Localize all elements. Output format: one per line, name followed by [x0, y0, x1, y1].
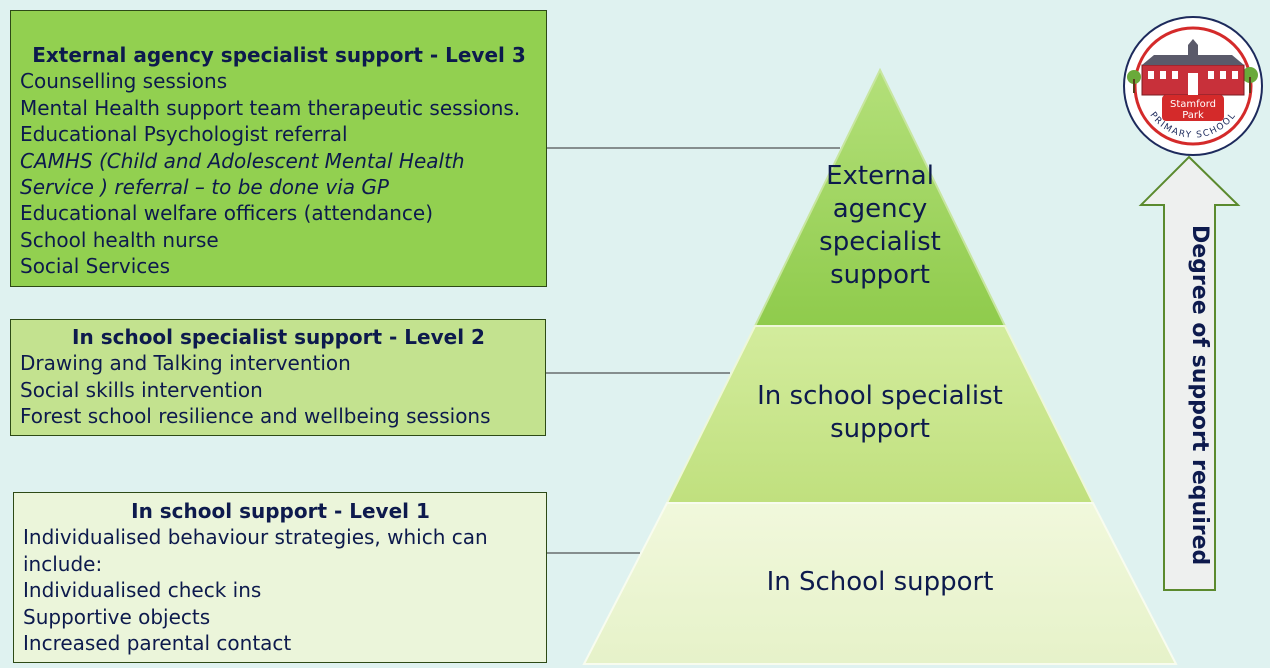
level1-item: Supportive objects — [23, 604, 211, 629]
pyramid-tier-1 — [582, 502, 1178, 665]
pyramid-label-top: External agency specialist support — [819, 161, 941, 290]
level1-item: Individualised check ins — [23, 578, 262, 603]
pyramid-label-middle: In school specialist support — [757, 381, 1003, 444]
level3-item: Educational Psychologist referral — [20, 122, 348, 147]
level3-item: CAMHS (Child and Adolescent Mental Healt… — [20, 148, 465, 173]
level1-heading: In school support - Level 1 — [131, 499, 430, 523]
logo-name-line1: Stamford — [1170, 99, 1216, 110]
level3-box: External agency specialist support - Lev… — [10, 10, 547, 287]
level1-item: Increased parental contact — [23, 631, 292, 656]
level3-item: School health nurse — [20, 227, 219, 252]
level2-box: In school specialist support - Level 2 D… — [10, 319, 546, 436]
school-logo: Stamford Park PRIMARY SCHOOL — [1123, 16, 1263, 156]
level3-item: Mental Health support team therapeutic s… — [20, 95, 521, 120]
level2-item: Forest school resilience and wellbeing s… — [20, 404, 491, 429]
level3-heading: External agency specialist support - Lev… — [32, 43, 526, 67]
level3-item: Service ) referral – to be done via GP — [20, 175, 389, 200]
level2-heading: In school specialist support - Level 2 — [72, 325, 485, 349]
level3-item: Counselling sessions — [20, 69, 228, 94]
level2-item: Social skills intervention — [20, 377, 263, 402]
level2-item: Drawing and Talking intervention — [20, 351, 351, 376]
level1-box: In school support - Level 1 Individualis… — [13, 492, 547, 663]
logo-name-line2: Park — [1182, 110, 1204, 121]
level1-item: Individualised behaviour strategies, whi… — [23, 525, 488, 576]
level3-item: Social Services — [20, 254, 170, 279]
level3-item: Educational welfare officers (attendance… — [20, 201, 434, 226]
arrow-label: Degree of support required — [1187, 225, 1212, 566]
pyramid-label-bottom: In School support — [766, 567, 994, 597]
support-arrow — [1138, 155, 1241, 591]
